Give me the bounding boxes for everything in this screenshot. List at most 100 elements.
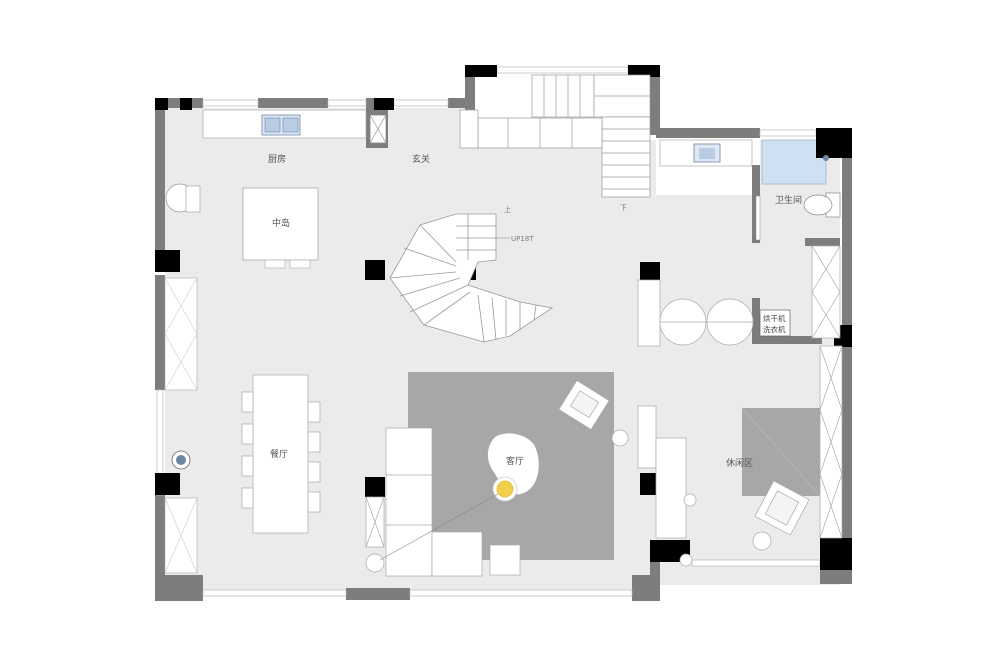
wall-stair-east — [650, 65, 660, 135]
dining-chair — [241, 455, 254, 477]
column-west-a — [155, 250, 180, 272]
lounge-side-table — [752, 531, 772, 551]
column-nw-b — [180, 98, 192, 110]
dining-chair — [307, 491, 321, 513]
lounge-chair-icon — [754, 480, 810, 536]
bathroom-fixtures — [659, 139, 841, 337]
island-stool-a — [264, 259, 286, 269]
wall-east-lower — [842, 345, 852, 545]
column-north-a — [374, 98, 394, 110]
dining-chair — [241, 423, 254, 445]
media-cabinet — [655, 437, 687, 539]
living-room-furniture — [365, 380, 697, 577]
window-stair-north — [496, 66, 629, 74]
column-west-b — [155, 473, 180, 495]
stair-flight-upper — [531, 74, 595, 118]
label-dining: 餐厅 — [270, 448, 288, 460]
side-table — [611, 429, 629, 447]
feature-staircase — [389, 213, 554, 343]
stair-down-mark: 下 — [620, 204, 627, 212]
label-island: 中岛 — [272, 217, 290, 229]
tv-console — [637, 405, 657, 469]
laundry-box — [759, 309, 791, 337]
basin-icon — [693, 143, 721, 163]
wall-south-mid — [346, 588, 410, 600]
window-kitchen-north-a — [202, 99, 259, 107]
label-entrance: 玄关 — [412, 153, 430, 165]
main-staircase — [459, 74, 651, 198]
column-bath-ne — [816, 128, 852, 158]
wall-bath-south — [805, 238, 840, 246]
door-leaf — [755, 195, 761, 241]
dining-chair — [241, 487, 254, 509]
wall-north-entry — [448, 98, 468, 108]
sink-icon — [261, 114, 301, 136]
column-center-c — [640, 262, 660, 280]
stair-up-mark: 上 — [504, 205, 511, 214]
dining-chair — [241, 391, 254, 413]
media-knob-b — [679, 553, 693, 567]
window-bath-north — [759, 129, 817, 137]
wall-utility-south — [752, 336, 822, 344]
wall-east-upper — [842, 138, 852, 348]
label-bathroom: 卫生间 — [775, 194, 802, 206]
column-se — [820, 538, 852, 570]
spiral-fixture-icon — [165, 183, 201, 213]
dining-set — [241, 374, 321, 534]
shower-head-icon — [823, 155, 829, 161]
label-lounge: 休闲区 — [726, 457, 753, 469]
kitchen-fixtures — [164, 109, 387, 574]
label-washer: 洗衣机 — [763, 324, 786, 334]
column-center-a — [365, 260, 385, 280]
wall-south-west — [155, 575, 203, 601]
corner-lamp — [365, 553, 385, 573]
column-living-b — [640, 473, 660, 495]
toilet-icon — [803, 192, 841, 218]
utility-cabinet — [811, 245, 841, 339]
island-stool-b — [289, 259, 311, 269]
window-lounge-south — [691, 559, 821, 567]
stair-up-label: UP18T — [511, 235, 534, 243]
bench — [637, 279, 661, 347]
column-nw — [155, 98, 168, 110]
armchair-icon — [558, 380, 610, 430]
column-stair-ne — [628, 65, 660, 77]
dining-chair — [307, 401, 321, 423]
lounge-rug-diagonal — [741, 407, 821, 497]
wall-north-kitchen-a — [155, 98, 203, 108]
ottoman — [489, 544, 521, 576]
label-dryer: 烘干机 — [763, 313, 786, 323]
dining-chair — [307, 431, 321, 453]
window-kitchen-north-b — [327, 99, 367, 107]
kitchen-island — [242, 187, 319, 261]
column-stair-nw — [465, 65, 497, 77]
wall-stair-west — [465, 65, 475, 110]
label-kitchen: 厨房 — [268, 153, 286, 165]
media-knob — [683, 493, 697, 507]
label-living: 客厅 — [506, 455, 524, 467]
columns — [155, 65, 852, 570]
entry-shoe-cabinet — [459, 109, 479, 149]
floor-lamp — [496, 480, 514, 498]
column-living-a — [365, 477, 385, 497]
wall-west-lower — [155, 495, 165, 575]
windows — [156, 66, 821, 597]
window-south-b — [409, 589, 633, 597]
wall-utility-west-b — [752, 298, 760, 340]
window-south-a — [202, 589, 347, 597]
sofa-chaise — [431, 531, 483, 577]
window-entry-north — [393, 99, 449, 107]
shower-tile — [761, 139, 827, 185]
column-sw-south — [650, 540, 690, 562]
stair-flight-lower — [601, 116, 651, 198]
wall-north-kitchen-b — [258, 98, 328, 108]
wall-lounge-south — [820, 570, 852, 584]
walls — [155, 65, 852, 601]
sofa-long — [385, 427, 433, 577]
wall-west-mid — [155, 275, 165, 390]
east-furniture — [637, 245, 843, 551]
lamp-leader — [379, 493, 499, 561]
dining-table — [252, 374, 309, 534]
floor-drain-icon — [171, 450, 191, 470]
